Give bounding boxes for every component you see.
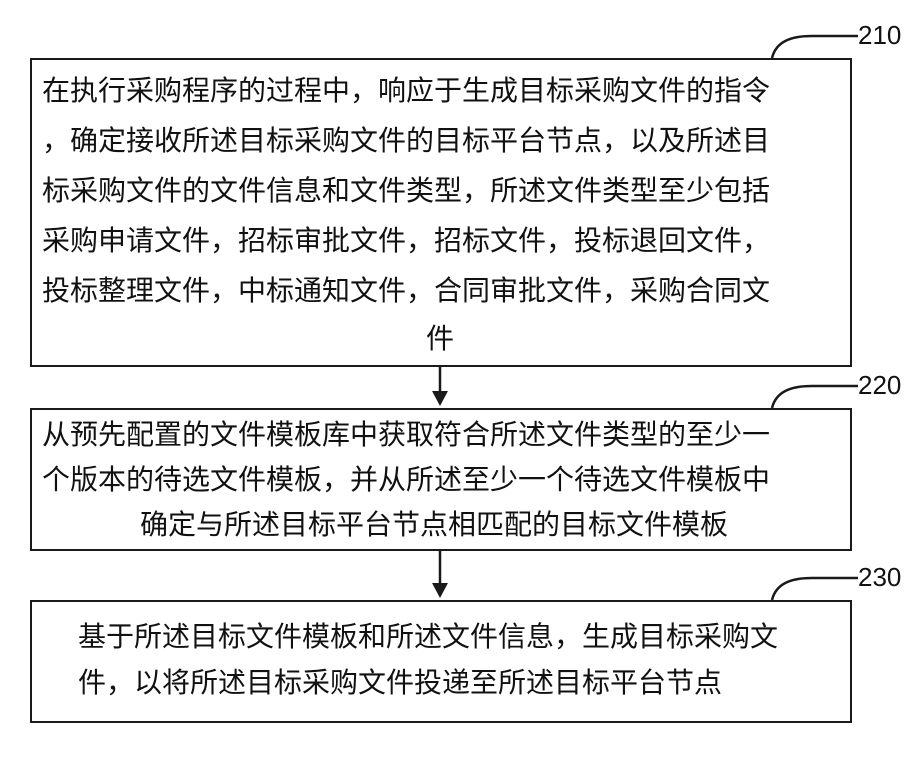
- step-230-line-1: 基于所述目标文件模板和所述文件信息，生成目标采购文: [78, 612, 778, 662]
- step-210-line-4: 采购申请文件，招标审批文件，招标文件，投标退回文件，: [42, 216, 770, 266]
- step-label-230: 230: [858, 562, 901, 593]
- leader-line-220: [772, 386, 858, 408]
- step-220-line-3: 确定与所述目标平台节点相匹配的目标文件模板: [140, 500, 728, 550]
- step-210-line-1: 在执行采购程序的过程中，响应于生成目标采购文件的指令: [42, 66, 770, 116]
- step-210-line-6: 件: [426, 314, 454, 364]
- step-label-210: 210: [858, 20, 901, 51]
- step-210-line-3: 标采购文件的文件信息和文件类型，所述文件类型至少包括: [42, 166, 770, 216]
- step-220-line-2: 个版本的待选文件模板，并从所述至少一个待选文件模板中: [42, 455, 770, 505]
- arrow-head-210-220: [432, 391, 448, 406]
- step-220-line-1: 从预先配置的文件模板库中获取符合所述文件类型的至少一: [42, 410, 770, 460]
- step-210-line-2: ，确定接收所述目标采购文件的目标平台节点，以及所述目: [42, 116, 770, 166]
- step-230-line-2: 件，以将所述目标采购文件投递至所述目标平台节点: [78, 658, 722, 708]
- step-label-220: 220: [858, 370, 901, 401]
- leader-line-230: [772, 578, 858, 600]
- step-210-line-5: 投标整理文件，中标通知文件，合同审批文件，采购合同文: [42, 266, 770, 316]
- arrow-head-220-230: [432, 583, 448, 598]
- leader-line-210: [772, 36, 858, 58]
